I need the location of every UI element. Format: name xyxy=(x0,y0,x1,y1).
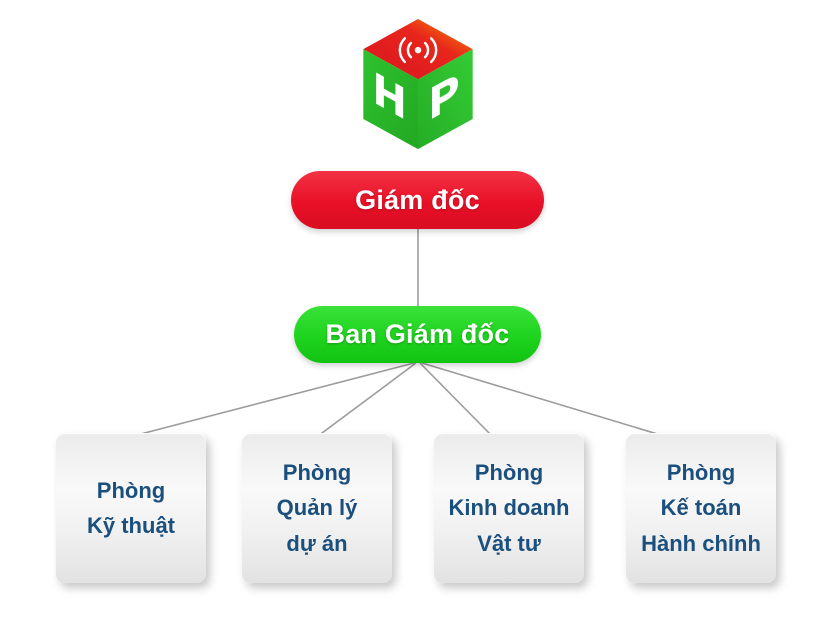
node-director: Giám đốc xyxy=(291,171,544,229)
signal-icon xyxy=(398,37,438,64)
node-department-technical: Phòng Kỹ thuật xyxy=(56,433,206,583)
logo-right-face xyxy=(418,49,473,150)
company-logo: H P xyxy=(363,19,473,150)
node-department-project-management: Phòng Quản lý dự án xyxy=(242,433,392,583)
department-label: Phòng Kinh doanh Vật tư xyxy=(448,460,570,556)
department-label: Phòng Kỹ thuật xyxy=(87,477,175,538)
department-label: Phòng Kế toán Hành chính xyxy=(641,460,761,556)
node-director-label: Giám đốc xyxy=(355,184,480,215)
node-board-label: Ban Giám đốc xyxy=(325,319,510,349)
node-board: Ban Giám đốc xyxy=(294,306,541,363)
logo-left-face xyxy=(363,49,418,150)
department-label: Phòng Quản lý dự án xyxy=(276,460,358,556)
node-department-accounting-admin: Phòng Kế toán Hành chính xyxy=(626,433,776,583)
node-department-business-materials: Phòng Kinh doanh Vật tư xyxy=(434,433,584,583)
